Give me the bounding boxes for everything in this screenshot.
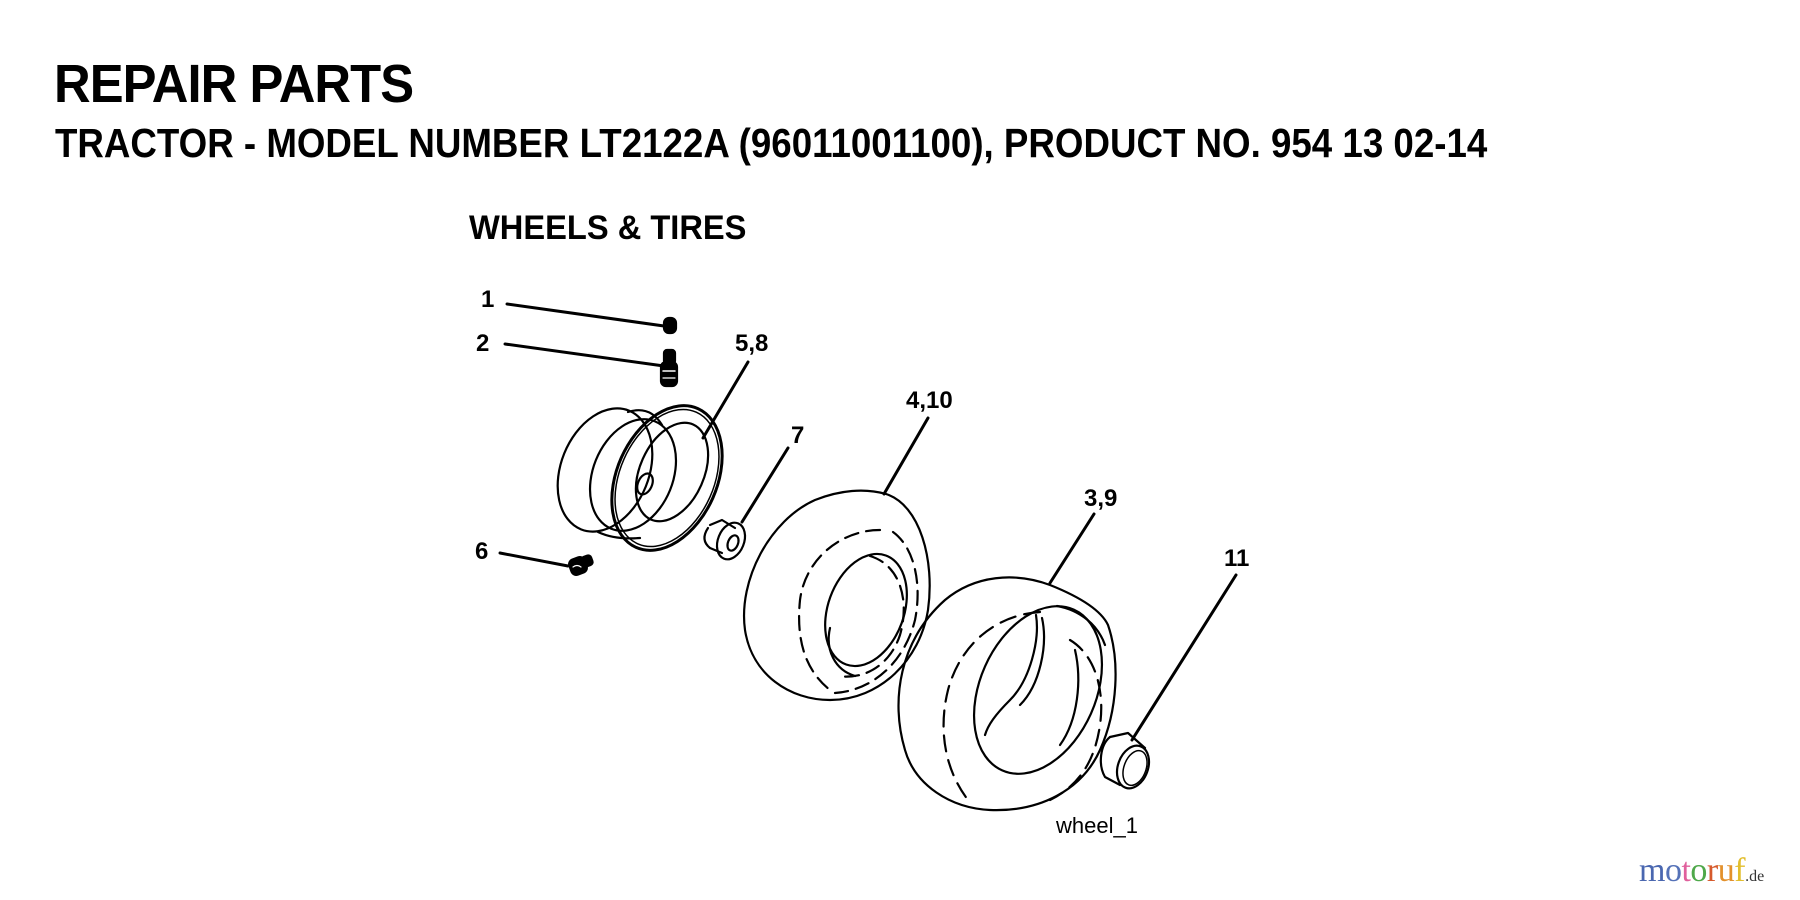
watermark-suffix: .de [1745,868,1765,885]
leader-line-3-9 [1048,512,1096,585]
callout-2: 2 [476,330,490,357]
watermark-letter: f [1734,852,1746,889]
model-subtitle: TRACTOR - MODEL NUMBER LT2122A (96011001… [55,120,1488,166]
leader-line-5-8 [701,360,750,440]
hub-cap-icon [1099,731,1151,790]
bushing-icon [703,518,747,561]
watermark-letter: u [1717,852,1735,889]
leader-line-6 [498,551,570,568]
watermark-letter: o [1690,852,1707,889]
watermark-letter: m [1639,852,1665,889]
valve-cap-icon [662,316,678,335]
leader-line-2 [503,342,666,368]
callout-1: 1 [481,286,495,313]
section-title: WHEELS & TIRES [469,209,747,247]
callout-11: 11 [1224,545,1250,572]
leader-line-1 [505,302,666,328]
rear-tire-icon [897,576,1117,812]
leader-line-4-10 [882,416,930,496]
callout-3-9: 3,9 [1084,485,1118,512]
callout-4-10: 4,10 [906,387,953,414]
watermark-letter: o [1664,852,1682,889]
page-title: REPAIR PARTS [54,54,414,114]
valve-stem-icon [659,348,679,388]
figure-id: wheel_1 [1056,813,1138,838]
leader-line-11 [1130,573,1238,742]
wheel-rim-icon [556,404,724,552]
watermark-letter: t [1681,852,1691,889]
callout-7: 7 [791,422,805,449]
watermark-letter: r [1706,852,1718,889]
leader-line-7 [740,446,790,524]
leader-lines [498,302,1238,742]
callout-5-8: 5,8 [735,330,769,357]
callout-6: 6 [475,538,489,565]
front-tire-icon [742,489,931,702]
grease-fitting-icon [568,554,594,576]
watermark-logo[interactable]: motoruf.de [1639,852,1764,896]
